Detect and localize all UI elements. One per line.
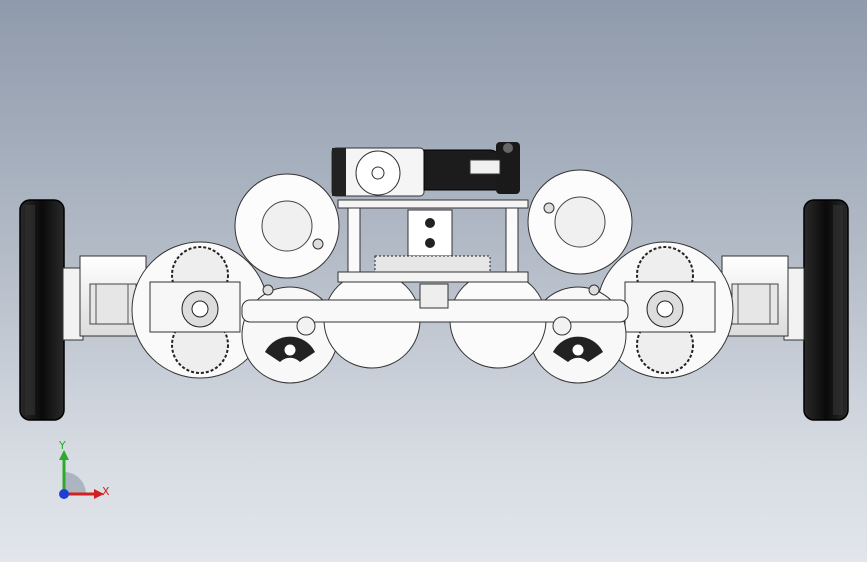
upper-frame [337, 199, 529, 283]
left-upper-pulley [234, 173, 340, 279]
right-wheel [783, 199, 849, 421]
drive-motor [331, 142, 520, 197]
left-bevel-gear-cluster [131, 241, 269, 379]
y-axis-label: Y [59, 439, 66, 452]
right-upper-pulley [527, 169, 633, 275]
triad-graphic [59, 450, 104, 499]
left-wheel [19, 199, 84, 421]
coordinate-triad: Y X [40, 436, 130, 516]
right-bevel-gear-cluster [596, 241, 734, 379]
linkage-bar [241, 283, 629, 336]
x-axis-label: X [102, 485, 110, 498]
right-axle-housing [721, 255, 789, 337]
